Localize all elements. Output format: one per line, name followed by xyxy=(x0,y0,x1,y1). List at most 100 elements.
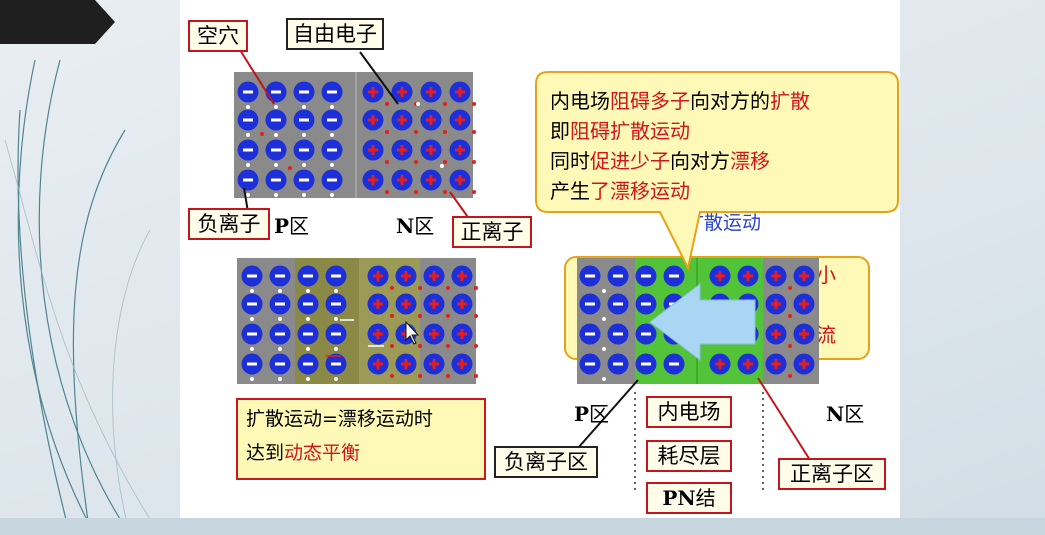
negative-ion xyxy=(607,265,629,287)
minority-hole xyxy=(416,102,420,106)
positive-ion xyxy=(423,265,445,287)
electron-dot xyxy=(390,374,394,378)
negative-ion xyxy=(607,353,629,375)
hole-dot xyxy=(334,377,338,381)
hole-dot xyxy=(602,289,606,293)
minority-hole xyxy=(440,164,444,168)
positive-ion xyxy=(391,139,413,161)
electron-dot xyxy=(472,102,476,106)
positive-ion xyxy=(765,293,787,315)
negative-ion xyxy=(293,169,315,191)
negative-ion xyxy=(321,81,343,103)
negative-ion-region-label: 负离子区 xyxy=(494,446,598,478)
negative-ion xyxy=(293,81,315,103)
electron-dot xyxy=(414,130,418,134)
negative-ion xyxy=(579,293,601,315)
hole-dot xyxy=(306,377,310,381)
hole-dot xyxy=(602,377,606,381)
positive-ion xyxy=(451,293,473,315)
negative-ion xyxy=(325,353,347,375)
positive-ion xyxy=(793,353,815,375)
hole-dot xyxy=(306,317,310,321)
minority-electron xyxy=(260,132,264,136)
positive-ion xyxy=(362,139,384,161)
balance-line-2: 达到动态平衡 xyxy=(246,442,361,464)
electron-dot xyxy=(788,286,792,290)
slide: 空穴 自由电子 负离子 正离子 P区 N区 扩散运动=漂移运动时 达到动态平衡 … xyxy=(180,0,900,518)
positive-ion xyxy=(449,81,471,103)
positive-ion xyxy=(423,353,445,375)
negative-ion xyxy=(663,265,685,287)
hole-dot xyxy=(278,377,282,381)
electron-dot xyxy=(788,344,792,348)
hole-dot xyxy=(302,163,306,167)
negative-ion xyxy=(579,323,601,345)
negative-ion xyxy=(269,323,291,345)
pn-junction-right xyxy=(577,258,819,492)
electron-dot xyxy=(390,344,394,348)
negative-ion xyxy=(241,323,263,345)
negative-ion xyxy=(297,293,319,315)
negative-ion xyxy=(241,293,263,315)
negative-ion xyxy=(269,353,291,375)
small-fragment: 小 xyxy=(816,263,836,287)
pos-region-pointer xyxy=(757,377,811,461)
electron-dot xyxy=(443,160,447,164)
minority-electron xyxy=(288,166,292,170)
n-region-label-top: N区 xyxy=(396,214,435,238)
electron-dot xyxy=(446,344,450,348)
negative-ion xyxy=(325,323,347,345)
electron-dot xyxy=(418,374,422,378)
positive-ion-region-label: 正离子区 xyxy=(778,458,886,490)
negative-ion xyxy=(579,353,601,375)
callout-line-2: 即阻碍扩散运动 xyxy=(550,119,690,143)
positive-ion xyxy=(362,109,384,131)
positive-ion xyxy=(451,353,473,375)
hole-dot xyxy=(274,163,278,167)
electron-dot xyxy=(788,314,792,318)
hole-dot xyxy=(250,289,254,293)
depletion-layer-label: 耗尽层 xyxy=(646,440,732,472)
positive-ion xyxy=(395,293,417,315)
electron-dot xyxy=(474,344,478,348)
positive-ion xyxy=(420,169,442,191)
field-arrow-icon xyxy=(649,282,756,362)
negative-ion xyxy=(293,139,315,161)
hole-dot xyxy=(274,193,278,197)
positive-ion-label: 正离子 xyxy=(452,216,532,248)
negative-ion xyxy=(635,323,657,345)
hole-dot xyxy=(250,377,254,381)
balance-line-1: 扩散运动=漂移运动时 xyxy=(246,408,433,430)
pos-ion-pointer xyxy=(449,191,471,221)
hole-dot xyxy=(334,289,338,293)
positive-ion xyxy=(420,139,442,161)
electron-dot xyxy=(390,314,394,318)
positive-ion xyxy=(395,353,417,375)
positive-ion xyxy=(451,323,473,345)
hole-dot xyxy=(246,133,250,137)
negative-ion xyxy=(321,169,343,191)
callout-line-1: 内电场阻碍多子向对方的扩散 xyxy=(550,89,810,113)
pn-junction-label: PN结 xyxy=(646,482,732,514)
negative-ion xyxy=(663,353,685,375)
electron-dot xyxy=(474,286,478,290)
hole-dot xyxy=(602,317,606,321)
negative-ion xyxy=(241,353,263,375)
electron-dot xyxy=(443,102,447,106)
flow-fragment: 流 xyxy=(816,323,836,347)
hole-dot xyxy=(334,317,338,321)
negative-ion xyxy=(297,265,319,287)
negative-ion xyxy=(607,293,629,315)
hole-dot xyxy=(330,193,334,197)
negative-ion-label: 负离子 xyxy=(188,208,270,240)
negative-ion xyxy=(321,139,343,161)
electron-dot xyxy=(472,130,476,134)
electron-dot xyxy=(385,102,389,106)
electron-dot xyxy=(446,286,450,290)
positive-ion xyxy=(391,169,413,191)
positive-ion xyxy=(362,169,384,191)
positive-ion xyxy=(765,265,787,287)
p-region-label-top: P区 xyxy=(274,214,310,238)
hole-dot xyxy=(246,193,250,197)
pn-junction-diagram xyxy=(234,49,478,384)
